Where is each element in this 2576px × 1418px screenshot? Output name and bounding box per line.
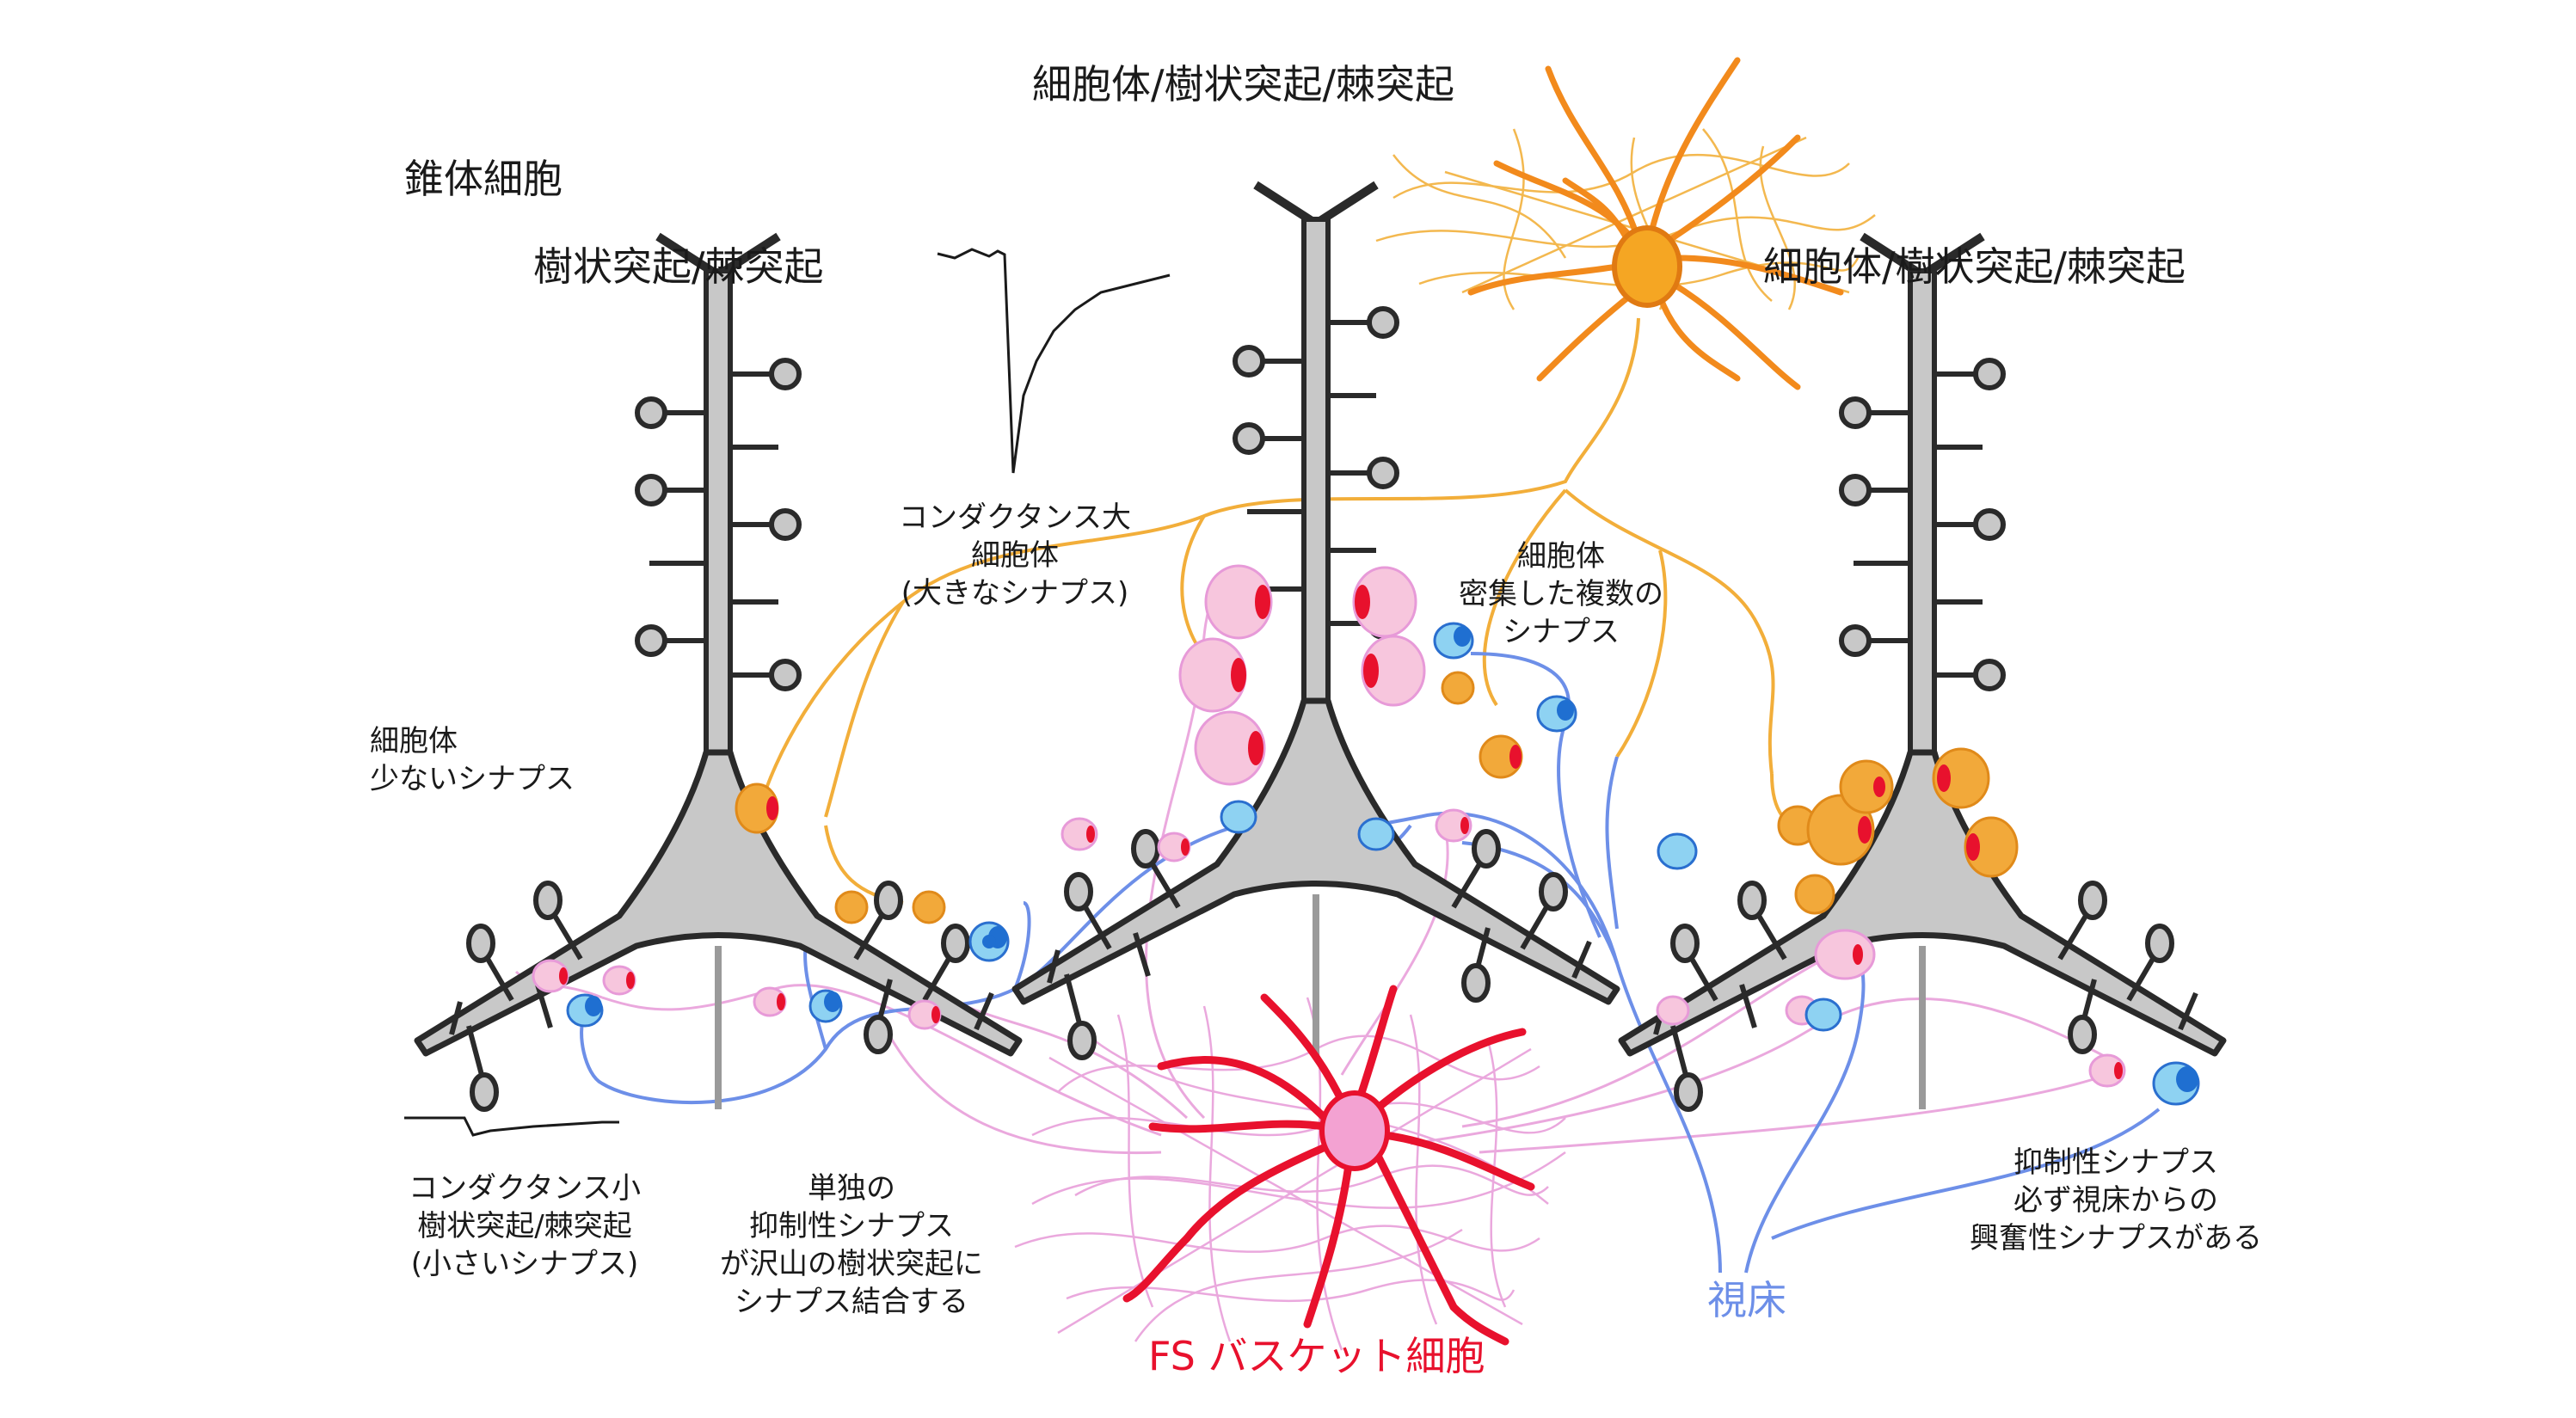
right-neuron-title: 細胞体/樹状突起/棘突起 [1763, 243, 2186, 290]
pyramidal-cell-label: 錐体細胞 [404, 156, 563, 202]
orange-synapses [735, 671, 2019, 924]
inhibitory-thalamus-label: 抑制性シナプス 必ず視床からの 興奮性シナプスがある [1970, 1145, 2262, 1255]
single-inhibitory-label: 単独の 抑制性シナプス が沢山の樹状突起に シナプス結合する [720, 1171, 983, 1319]
left-neuron-title: 樹状突起/棘突起 [533, 243, 824, 290]
soma-dense-label: 細胞体 密集した複数の シナプス [1459, 539, 1663, 649]
orange-interneuron [1467, 57, 1844, 390]
center-soma-synapses [1178, 564, 1426, 786]
fs-basket-cell [1122, 985, 1535, 1346]
large-conductance-trace [937, 248, 1171, 474]
thalamus-label: 視床 [1707, 1277, 1786, 1323]
fs-basket-cell-label: FS バスケット細胞 [1148, 1333, 1485, 1379]
soma-few-label: 細胞体 少ないシナプス [370, 724, 575, 796]
pyramidal-neuron-left [417, 236, 1019, 1109]
conductance-large-label: コンダクタンス大 細胞体 (大きなシナプス) [899, 500, 1131, 611]
pyramidal-neuron-right [1621, 236, 2223, 1109]
conductance-small-label: コンダクタンス小 樹状突起/棘突起 (小さいシナプス) [409, 1171, 641, 1281]
center-neuron-title: 細胞体/樹状突起/棘突起 [1032, 61, 1454, 107]
small-conductance-trace [404, 1116, 619, 1137]
